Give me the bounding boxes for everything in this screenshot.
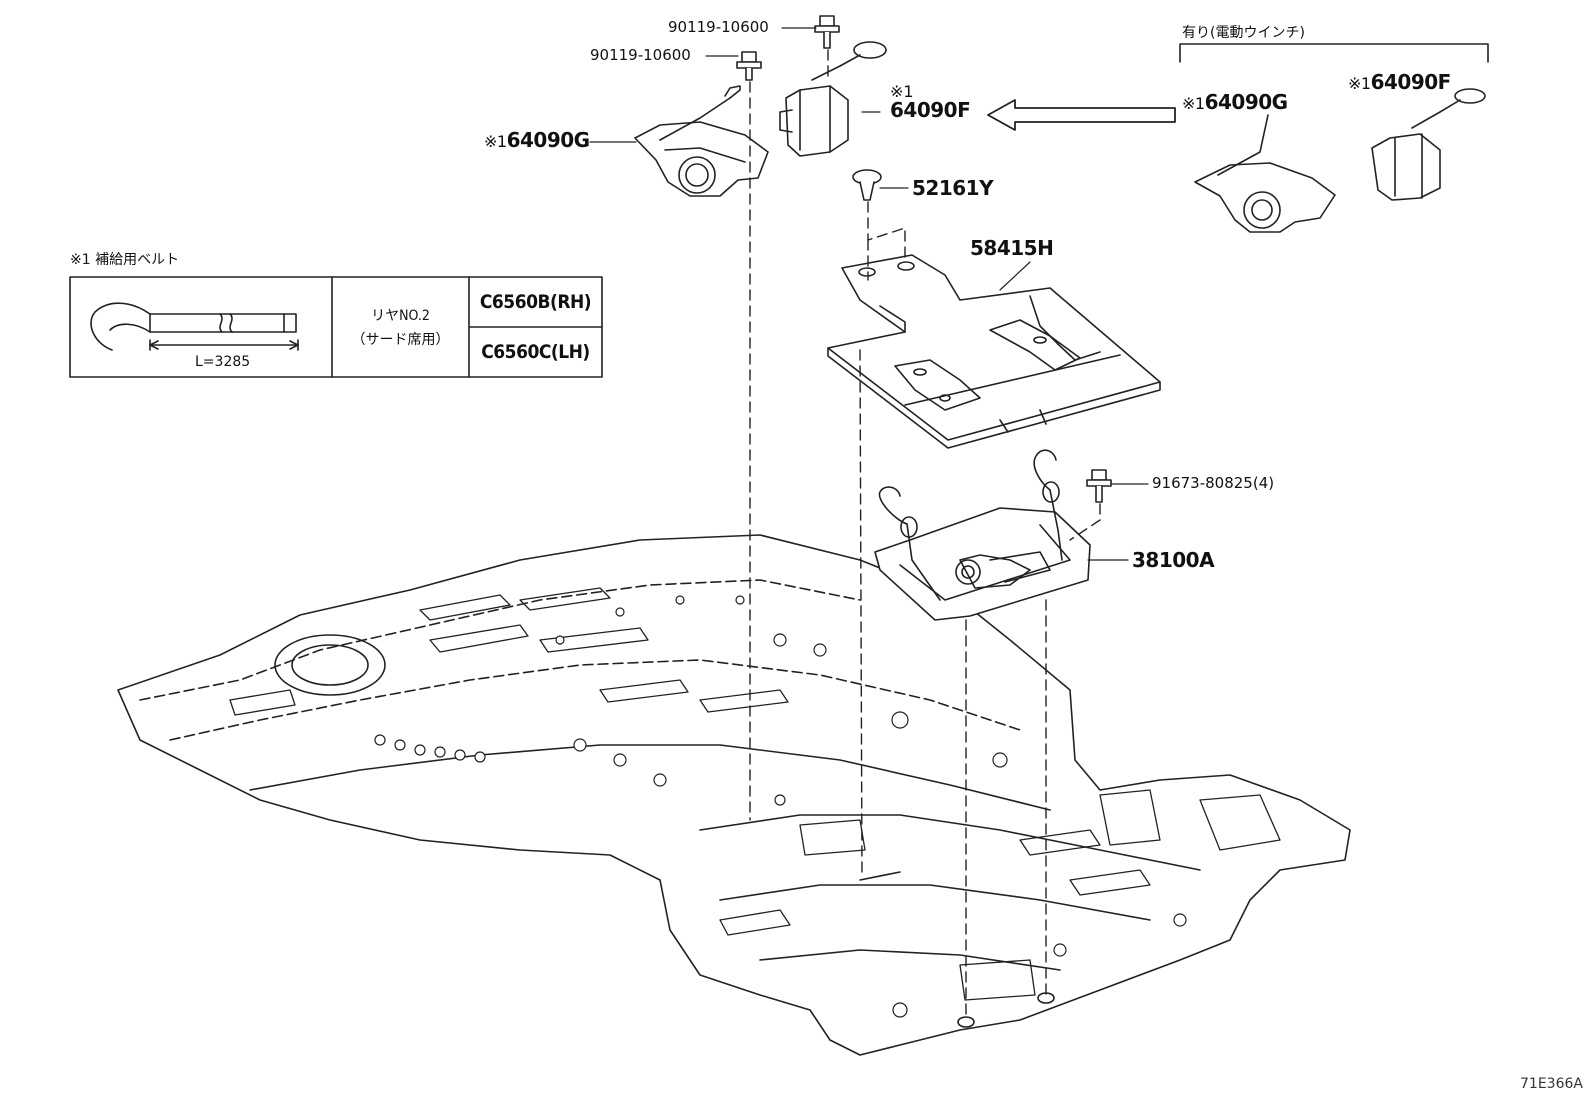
part-label-cover-58415h: 58415H (970, 236, 1054, 260)
legend-table (69, 276, 603, 378)
legend-rear-line1: リヤNO.2 (371, 308, 430, 324)
legend-code-rh: C6560B(RH) (479, 291, 592, 313)
part-label-winch-64090f-right: ※164090F (1348, 70, 1451, 94)
part-number: 64090G (1204, 90, 1289, 114)
part-label-winch-64090g-right: ※164090G (1182, 90, 1288, 114)
note-mark: ※1 (484, 132, 507, 151)
option-group (987, 43, 1489, 233)
note-mark-center: ※1 (890, 82, 914, 101)
part-label-winch-64090f-center: 64090F (890, 98, 971, 122)
fasteners (736, 15, 1112, 503)
winch-64090f-center (779, 41, 887, 157)
winch-64090g-left (634, 85, 769, 197)
part-number: 64090G (506, 128, 591, 152)
cover-58415h (827, 254, 1161, 449)
bracket-38100a (874, 449, 1091, 621)
legend-length-label: L=3285 (195, 354, 251, 370)
note-mark: ※1 (1348, 74, 1371, 93)
floor-pan (117, 534, 1351, 1056)
part-label-clip-52161y: 52161Y (912, 176, 994, 200)
legend-rear-label: リヤNO.2 （サード席用） (332, 277, 469, 377)
part-label-bolt-top: 90119-10600 (668, 18, 769, 36)
assembly-lines (749, 49, 1101, 1019)
option-note: 有り(電動ウインチ) (1182, 25, 1305, 41)
legend-title: ※1 補給用ベルト (70, 252, 180, 268)
leader-lines (589, 27, 1149, 561)
part-label-bracket-38100a: 38100A (1132, 548, 1215, 572)
catalog-code: 71E366A (1520, 1076, 1583, 1092)
part-number: 64090F (1370, 70, 1452, 94)
part-label-bolt-right: 91673-80825(4) (1152, 474, 1275, 492)
legend-rear-line2: （サード席用） (351, 332, 450, 348)
legend-code-lh: C6560C(LH) (481, 341, 590, 363)
part-label-bolt-left: 90119-10600 (590, 46, 691, 64)
note-mark: ※1 (1182, 94, 1205, 113)
part-label-winch-64090g-left: ※164090G (484, 128, 590, 152)
